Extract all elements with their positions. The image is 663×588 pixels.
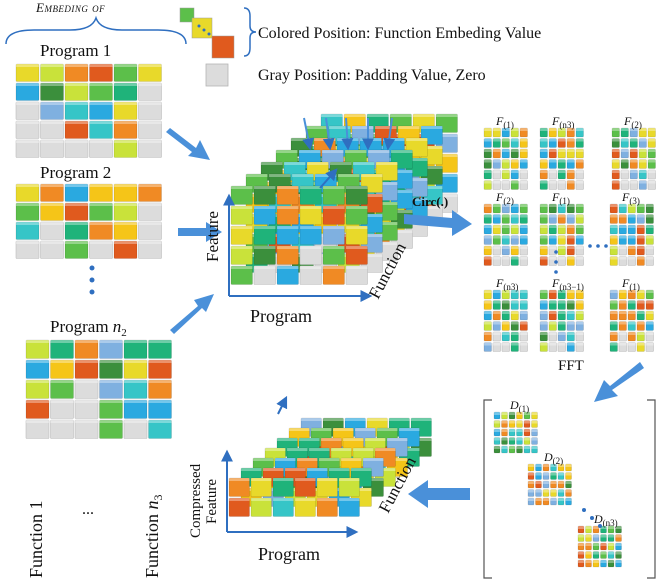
tensor-1 — [230, 113, 458, 285]
tensor-2-program-label: Program — [258, 544, 320, 564]
vertical-ellipsis-icon — [89, 265, 95, 295]
tensor-1-slice — [230, 185, 368, 285]
diagonal-label: D(1) — [509, 398, 529, 414]
circulant-label: F(1) — [495, 114, 514, 130]
program-2-grid — [15, 183, 162, 259]
tensor-2-axes — [221, 395, 359, 538]
function-n3-label: Function n3 — [142, 494, 165, 578]
diagonal-matrix — [577, 525, 622, 568]
circulant-matrix — [483, 203, 528, 266]
diagonal-label: D(2) — [543, 450, 563, 466]
program-n2-label: Program n2 — [50, 317, 127, 339]
circulant-matrix — [483, 127, 528, 190]
top-down-arrows — [302, 117, 396, 151]
colored-position-text: Colored Position: Function Embeding Valu… — [258, 25, 541, 42]
program-1-grid — [15, 63, 162, 158]
diagonal-label: D(n3) — [593, 512, 618, 528]
tensor-2-feature-label-1: Compressed — [188, 463, 204, 538]
gray-position-text: Gray Position: Padding Value, Zero — [258, 67, 486, 84]
colored-cubes-icon — [179, 7, 235, 59]
tensor-2 — [228, 417, 432, 517]
embedding-header: Embeding of — [35, 0, 105, 15]
fft-arrow — [594, 362, 644, 402]
circulant-matrix — [609, 289, 654, 352]
input-arrows — [166, 128, 222, 334]
program-1-label: Program 1 — [40, 41, 111, 60]
circulant-label: F(1) — [551, 190, 570, 206]
circulant-label: F(3) — [621, 190, 640, 206]
fft-label: FFT — [558, 358, 584, 374]
circulant-label: F(1) — [621, 276, 640, 292]
block-diagonal-bracket — [483, 399, 656, 579]
circ-arrow — [404, 210, 472, 236]
circulant-label: F(n3−1) — [551, 276, 584, 292]
circulant-matrix — [609, 203, 654, 266]
embedding-brace — [5, 15, 187, 45]
tensor-1-program-label: Program — [250, 306, 312, 326]
diagonal-ellipsis-icon — [582, 508, 602, 528]
circulant-matrices: F(1) F(n3) F(2) F(2) F(1) F(3) F(n3) F(n3−1) F(1… — [483, 114, 656, 352]
circulant-matrix — [539, 289, 584, 352]
circulant-label: F(2) — [623, 114, 642, 130]
function-1-label: Function 1 — [26, 500, 46, 578]
circulant-label: F(n3) — [551, 114, 574, 130]
tensor-2-feature-label-2: Feature — [204, 479, 220, 524]
circ-label: Circ(.) — [412, 194, 448, 209]
legend-brace — [243, 7, 257, 57]
diagonal-matrices: D(1) D(2) D(n3) — [493, 398, 622, 568]
tensor-1-axes — [223, 168, 373, 302]
program-2-label: Program 2 — [40, 163, 111, 182]
tensor-2-slice — [228, 477, 360, 517]
legend: Embeding of Colored Position: Function E… — [5, 0, 541, 87]
program-grids — [15, 63, 172, 439]
program-n2-grid — [25, 339, 172, 439]
inverse-arrow — [408, 480, 470, 508]
gray-cube-icon — [205, 63, 229, 87]
function-dots: ... — [82, 501, 94, 518]
circulant-matrix — [539, 203, 584, 266]
tensor-1-feature-label: Feature — [203, 211, 222, 262]
circulant-label: F(2) — [495, 190, 514, 206]
circulant-matrix — [539, 127, 584, 190]
circulant-label: F(n3) — [495, 276, 518, 292]
circulant-matrix — [483, 289, 528, 352]
diagonal-matrix — [527, 463, 572, 506]
diagonal-matrix — [493, 411, 538, 454]
circulant-matrix — [611, 127, 656, 190]
